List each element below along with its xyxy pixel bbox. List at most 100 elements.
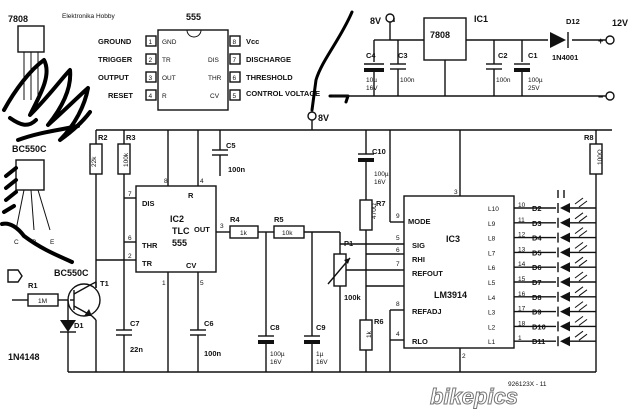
svg-text:1N4148: 1N4148 [8,352,40,362]
svg-text:REFOUT: REFOUT [412,269,443,278]
led-symbol [560,277,570,287]
v8-top-label: 8V [370,16,381,26]
led-emission-arrow [574,286,584,294]
svg-text:OUT: OUT [194,225,210,234]
led-emission-arrow [578,200,588,208]
ic3-output-label: L2 [488,324,496,331]
ic3-output-pin: 10 [518,202,526,209]
svg-text:100Ω: 100Ω [597,149,604,165]
svg-text:R1: R1 [28,281,38,290]
power-supply: 8V 7808 IC1 D12 1N4001 12V + − [310,10,628,112]
led-label: D5 [532,248,542,257]
led-emission-arrow [574,256,584,264]
svg-text:6: 6 [128,235,132,242]
svg-text:1M: 1M [38,298,47,305]
svg-text:3: 3 [220,223,224,230]
pin-reset-label: RESET [108,91,133,100]
ic3-output-pin: 17 [518,306,526,313]
led-emission-arrow [578,318,588,326]
svg-text:22n: 22n [130,345,143,354]
cap-c3 [390,40,406,96]
svg-text:CV: CV [210,93,220,100]
svg-text:R2: R2 [98,133,108,142]
svg-text:5: 5 [200,280,204,287]
led-emission-arrow [578,304,588,312]
svg-text:7808: 7808 [430,30,450,40]
svg-text:TR: TR [162,57,171,64]
svg-text:6: 6 [233,75,237,82]
led-emission-arrow [574,212,584,220]
ic3-ref-label: IC3 [446,234,460,244]
svg-text:R4: R4 [230,215,240,224]
svg-text:THR: THR [142,241,158,250]
svg-text:1: 1 [149,39,153,46]
led-emission-arrow [578,289,588,297]
ic3-output-label: L4 [488,295,496,302]
led-emission-arrow [574,301,584,309]
svg-text:1N4001: 1N4001 [552,53,578,62]
ic3-output-label: L7 [488,250,496,257]
input-stage: R1 1M BC550C T1 D1 1N4148 [7,268,109,372]
led-emission-arrow [574,330,584,338]
svg-text:3: 3 [149,75,153,82]
svg-text:100n: 100n [400,77,415,84]
svg-text:R8: R8 [584,133,594,142]
led-label: D6 [532,263,542,272]
svg-text:RHI: RHI [412,255,425,264]
svg-text:3: 3 [454,189,458,196]
svg-text:D1: D1 [74,321,84,330]
svg-text:THR: THR [208,75,222,82]
cap-c1 [514,40,530,96]
svg-text:C10: C10 [372,147,386,156]
led-label: D4 [532,234,542,243]
ic2-tlc555 [135,185,217,273]
led-symbol [560,306,570,317]
svg-text:10µ: 10µ [366,77,377,84]
ic3-output-pin: 13 [518,246,526,253]
led-label: D11 [532,337,545,346]
svg-text:100k: 100k [123,152,130,167]
ic3-output-label: L5 [488,280,496,287]
terminal-ground [605,91,615,101]
led-symbol [560,247,570,258]
svg-text:5: 5 [396,235,400,242]
svg-text:22k: 22k [91,156,98,167]
svg-text:R5: R5 [274,215,284,224]
pin-threshold-label: THRESHOLD [246,73,293,82]
svg-text:1k: 1k [366,330,373,338]
resistor-r8-group: R8 100Ω [584,130,604,372]
svg-text:100n: 100n [228,165,246,174]
svg-text:2: 2 [149,57,153,64]
svg-text:100µ: 100µ [270,351,285,358]
handwritten-scribble-2 [8,116,80,142]
svg-text:7: 7 [396,261,400,268]
svg-text:100n: 100n [496,77,511,84]
svg-text:100k: 100k [344,293,362,302]
svg-text:100n: 100n [204,349,222,358]
terminal-8v [307,111,317,121]
svg-text:2: 2 [462,353,466,360]
svg-text:16V: 16V [270,359,282,366]
svg-text:MODE: MODE [408,217,431,226]
svg-text:100µ: 100µ [374,171,389,178]
ic3-output-pin: 15 [518,276,526,283]
led-symbol [560,232,570,243]
bc550c-body [15,159,45,191]
filter-section: 1k R4 10k R5 C8 100µ 16V C9 1µ 16V P1 10… [216,215,400,372]
part-7808-label: 7808 [8,14,28,24]
driver-section: C10 100µ 16V 470Ω R7 1k R6 3 2 IC3 LM391… [340,130,515,372]
v8-mid-label: 8V [318,113,329,123]
pin-control-voltage-label: CONTROL VOLTAGE [246,89,320,98]
svg-text:TR: TR [142,259,153,268]
led-symbol [560,321,570,332]
bc550c-top-label: BC550C [12,144,47,154]
svg-text:555: 555 [172,238,187,248]
svg-text:C2: C2 [498,51,508,60]
svg-text:CV: CV [186,261,196,270]
svg-text:25V: 25V [528,85,540,92]
led-label: D3 [532,219,542,228]
svg-text:9: 9 [396,213,400,220]
svg-text:C9: C9 [316,323,326,332]
handwritten-scribble-3 [0,166,74,264]
